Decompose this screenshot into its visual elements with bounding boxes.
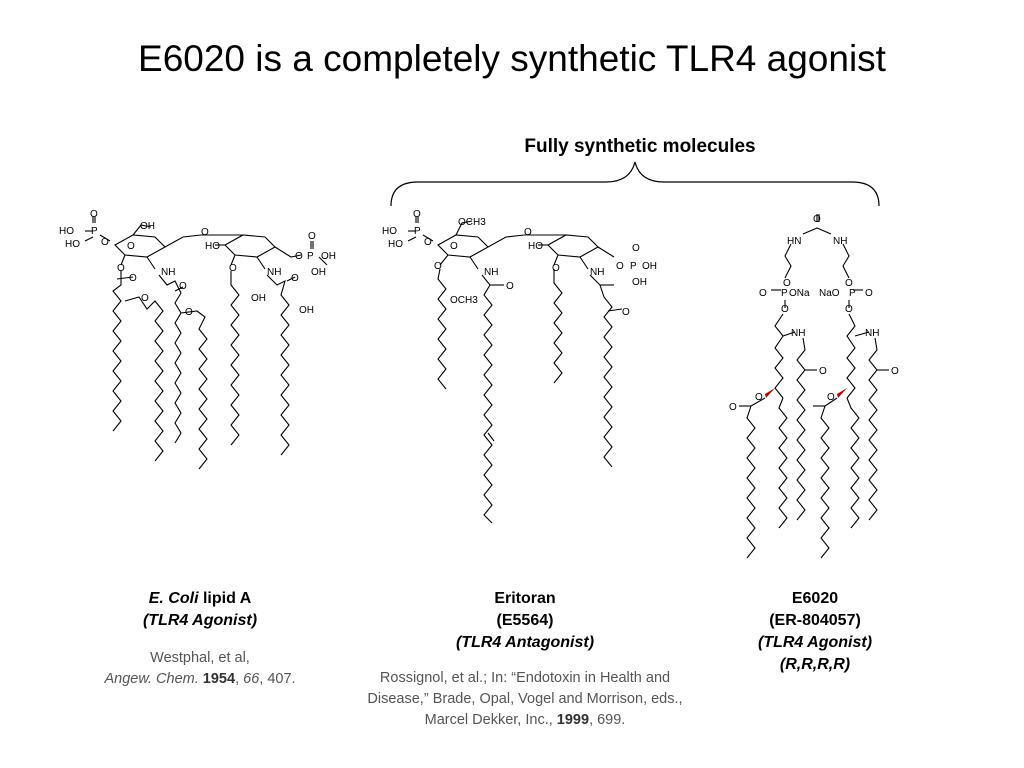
eritoran-caption: Eritoran (E5564) (TLR4 Antagonist) [455, 590, 595, 651]
atom-label: HO [388, 239, 403, 250]
atom-label: O [819, 366, 827, 377]
atom-label: OH [251, 293, 266, 304]
atom-label: ONa [789, 288, 810, 299]
atom-label: HO [205, 241, 220, 252]
atom-label: O [845, 304, 853, 315]
atom-label: OCH3 [450, 295, 478, 306]
atom-label: O [783, 278, 791, 289]
atom-label: O [141, 293, 149, 304]
atom-label: O [434, 261, 442, 272]
lipid-a-structure: HO HO P O O OH O O O NH HO O NH O P OH O… [55, 205, 355, 495]
atom-label: O [450, 241, 458, 252]
bracket-label: Fully synthetic molecules [524, 136, 756, 157]
atom-label: O [891, 366, 899, 377]
atom-label: NH [161, 267, 175, 278]
atom-label: O [101, 237, 109, 248]
atom-label: NH [484, 267, 498, 278]
lipid-a-role: (TLR4 Agonist) [142, 612, 258, 629]
atom-label: OH [321, 251, 336, 262]
atom-label: HN [787, 236, 801, 247]
atom-label: O [622, 307, 630, 318]
atom-label: O [117, 263, 125, 274]
lipid-a-name: E. Coli lipid A [148, 590, 252, 607]
atom-label: P [781, 288, 788, 299]
atom-label: O [90, 209, 98, 220]
atom-label: O [729, 402, 737, 413]
atom-label: NH [791, 328, 805, 339]
atom-label: NH [590, 267, 604, 278]
atom-label: NH [267, 267, 281, 278]
atom-label: P [307, 251, 314, 262]
atom-label: O [845, 278, 853, 289]
atom-label: O [759, 288, 767, 299]
eritoran-structure: HO HO P O O OCH3 O O O NH HO O NH O P OH… [378, 205, 678, 535]
atom-label: OH [632, 277, 647, 288]
atom-label: O [308, 231, 316, 242]
atom-label: O [755, 392, 763, 403]
lipid-a-reference: Westphal, et al, Angew. Chem. 1954, 66, … [104, 650, 296, 687]
atom-label: OCH3 [458, 217, 486, 228]
atom-label: O [229, 263, 237, 274]
atom-label: NaO [819, 288, 840, 299]
atom-label: O [865, 288, 873, 299]
atom-label: OH [311, 267, 326, 278]
atom-label: HO [65, 239, 80, 250]
atom-label: HO [528, 241, 543, 252]
atom-label: P [630, 261, 637, 272]
atom-label: P [849, 288, 856, 299]
atom-label: O [524, 227, 532, 238]
atom-label: O [827, 392, 835, 403]
atom-label: O [201, 227, 209, 238]
slide-title: E6020 is a completely synthetic TLR4 ago… [138, 38, 886, 79]
atom-label: O [179, 281, 187, 292]
atom-label: OH [642, 261, 657, 272]
atom-label: O [632, 243, 640, 254]
atom-label: O [413, 209, 421, 220]
atom-label: HO [59, 226, 74, 237]
e6020-caption: E6020 (ER-804057) (TLR4 Agonist) (R,R,R,… [757, 590, 873, 673]
atom-label: O [185, 307, 193, 318]
atom-label: O [781, 304, 789, 315]
atom-label: O [506, 281, 514, 292]
atom-label: O [129, 273, 137, 284]
atom-label: P [414, 226, 421, 237]
atom-label: O [424, 237, 432, 248]
lipid-a-caption: E. Coli lipid A (TLR4 Agonist) [80, 588, 320, 632]
atom-label: O [813, 214, 821, 225]
atom-label: O [295, 251, 303, 262]
atom-label: NH [833, 236, 847, 247]
atom-label: OH [299, 305, 314, 316]
e6020-structure: O HN NH O O O P P O ONa NaO O NH NH O O … [725, 208, 915, 568]
atom-label: O [552, 263, 560, 274]
atom-label: NH [865, 328, 879, 339]
atom-label: O [291, 273, 299, 284]
atom-label: O [616, 261, 624, 272]
atom-label: P [91, 226, 98, 237]
atom-label: HO [382, 226, 397, 237]
atom-label: OH [140, 221, 155, 232]
curly-brace [390, 161, 880, 207]
atom-label: O [127, 241, 135, 252]
eritoran-reference: Rossignol, et al.; In: “Endotoxin in Hea… [367, 670, 683, 728]
